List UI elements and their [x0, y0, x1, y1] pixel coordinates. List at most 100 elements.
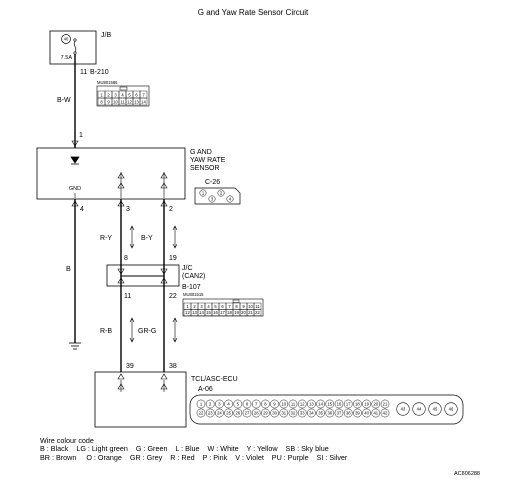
- b210-code: MU801586: [97, 80, 118, 85]
- a06-pin-label: 30: [272, 411, 277, 416]
- a06-pin-label: 15: [327, 402, 332, 407]
- c26-pin-2: 2: [220, 191, 223, 196]
- wire-color-ry: R-Y: [100, 235, 112, 242]
- b210-pin-label: 8: [100, 99, 103, 104]
- a06-pin-label: 38: [346, 411, 351, 416]
- a06-pin-label: 23: [208, 411, 213, 416]
- sensor-name-line1: G AND: [190, 149, 212, 156]
- b107-pin-label: 8: [235, 304, 238, 309]
- jc-name-line1: J/C: [182, 265, 193, 272]
- a06-pin-label: 20: [373, 402, 378, 407]
- ecu-connector: A-06: [198, 386, 213, 393]
- g-and-yaw-rate-sensor: G AND YAW RATE SENSOR GND: [36, 147, 226, 200]
- a06-pin-label: 17: [346, 402, 351, 407]
- a06-pin-label: 32: [291, 411, 296, 416]
- a06-large-pin-label: 44: [417, 407, 422, 412]
- b107-pin-label: 20: [241, 310, 246, 315]
- a06-pin-label: 29: [263, 411, 268, 416]
- twisted-pair-icon: [129, 225, 178, 249]
- a06-pin-label: 36: [327, 411, 332, 416]
- a06-pin-label: 11: [291, 402, 296, 407]
- b107-pin-label: 3: [200, 304, 203, 309]
- connector-b210: B-210: [90, 69, 109, 76]
- b210-pin-label: 14: [141, 99, 146, 104]
- a06-pin-label: 16: [337, 402, 342, 407]
- b107-code: MU801515: [183, 292, 204, 297]
- a06-pin-label: 22: [199, 411, 204, 416]
- jc-connector: B-107: [182, 284, 201, 291]
- a06-pin-label: 18: [355, 402, 360, 407]
- b107-pin-label: 22: [255, 310, 260, 315]
- b107-pin-label: 2: [193, 304, 196, 309]
- fuse-rating: 7.5A: [61, 55, 73, 61]
- a06-pin-label: 34: [309, 411, 314, 416]
- terminal-arrow-icon: [117, 373, 168, 390]
- joint-connector-can2: J/C (CAN2) B-107: [106, 264, 205, 291]
- a06-pin-label: 9: [273, 402, 276, 407]
- a06-pin-label: 42: [383, 411, 388, 416]
- wire-colour-legend: Wire colour code B : Black LG : Light gr…: [40, 436, 348, 462]
- legend-line1: B : Black LG : Light green G : Green L :…: [40, 444, 329, 453]
- c26-pin-3: 3: [211, 197, 214, 202]
- b210-pin-label: 5: [128, 92, 131, 97]
- b107-pin-label: 13: [192, 310, 197, 315]
- a06-large-pin-label: 46: [449, 407, 454, 412]
- a06-pin-label: 35: [318, 411, 323, 416]
- junction-block: J/B 40 7.5A: [49, 30, 111, 65]
- b210-pin-label: 13: [134, 99, 139, 104]
- b210-pin-label: 1: [100, 92, 103, 97]
- wire-color-grg: GR-G: [138, 328, 156, 335]
- a06-pin-label: 4: [227, 402, 230, 407]
- b107-pin-label: 5: [214, 304, 217, 309]
- a06-pin-label: 39: [355, 411, 360, 416]
- b210-pin-label: 9: [107, 99, 110, 104]
- b210-pin-label: 10: [113, 99, 118, 104]
- pin-3: 3: [126, 206, 130, 213]
- b210-pin-label: 2: [107, 92, 110, 97]
- diagram-title: G and Yaw Rate Sensor Circuit: [198, 8, 309, 17]
- a06-pin-label: 31: [281, 411, 286, 416]
- b210-pin-label: 11: [120, 99, 125, 104]
- b107-pin-label: 18: [227, 310, 232, 315]
- sensor-gnd-label: GND: [69, 186, 81, 192]
- twisted-pair-icon: [129, 317, 178, 343]
- b210-pin-label: 7: [142, 92, 145, 97]
- terminal-arrow-icon: [71, 200, 79, 207]
- sensor-terminal-arrow-icon: [117, 172, 168, 189]
- ground-icon: [69, 342, 81, 350]
- b107-pin-label: 21: [248, 310, 253, 315]
- fuse-icon: [73, 38, 77, 55]
- sensor-name-line3: SENSOR: [190, 165, 220, 172]
- jc-name-line2: (CAN2): [182, 273, 205, 280]
- tcl-asc-ecu: TCL/ASC-ECU A-06: [94, 371, 238, 428]
- a06-pin-label: 21: [383, 402, 388, 407]
- b107-pin-label: 17: [220, 310, 225, 315]
- legend-line2: BR : Brown O : Orange GR : Grey R : Red …: [40, 453, 348, 462]
- b107-pin-label: 10: [248, 304, 253, 309]
- b107-pin-label: 1: [186, 304, 189, 309]
- a06-pin-label: 24: [217, 411, 222, 416]
- fuse-number-circle: [61, 34, 71, 44]
- sensor-name-line2: YAW RATE: [190, 157, 226, 164]
- pin-39: 39: [126, 363, 134, 370]
- a06-pin-label: 27: [245, 411, 250, 416]
- pin-2: 2: [169, 206, 173, 213]
- b107-pin-label: 11: [255, 304, 260, 309]
- a06-pin-label: 13: [309, 402, 314, 407]
- b107-pin-label: 4: [207, 304, 210, 309]
- a06-pin-label: 33: [300, 411, 305, 416]
- b107-pin-label: 7: [228, 304, 231, 309]
- pin-19: 19: [169, 255, 177, 262]
- a06-pin-label: 1: [200, 402, 203, 407]
- b107-pin-label: 16: [213, 310, 218, 315]
- terminal-arrow-icon: [117, 200, 168, 207]
- b107-pin-label: 14: [199, 310, 204, 315]
- terminal-arrow-icon: [117, 268, 168, 284]
- jb-label: J/B: [101, 32, 111, 39]
- ecu-name: TCL/ASC-ECU: [191, 376, 238, 383]
- c26-pin-4: 4: [229, 197, 232, 202]
- a06-pin-label: 6: [246, 402, 249, 407]
- b107-pin-label: 9: [242, 304, 245, 309]
